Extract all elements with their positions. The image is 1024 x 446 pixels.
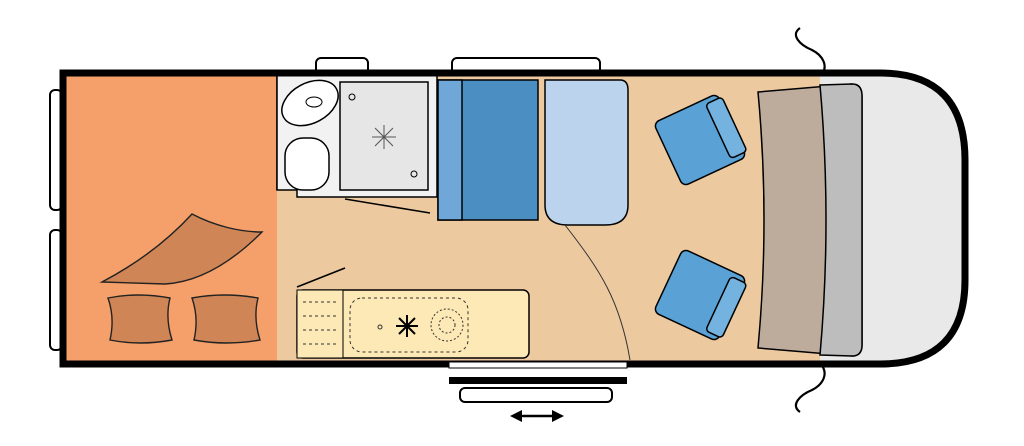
shower-tap bbox=[348, 93, 356, 101]
snowflake-icon bbox=[396, 315, 418, 337]
star-icon bbox=[372, 125, 396, 149]
side-door-rail bbox=[449, 377, 627, 384]
sink-basin-outline bbox=[349, 297, 469, 353]
double-arrow-icon bbox=[510, 410, 564, 422]
bed-pillow-right bbox=[191, 294, 261, 344]
bedroom-door bbox=[296, 267, 346, 288]
bed-blanket bbox=[99, 213, 264, 285]
door-step bbox=[459, 387, 613, 403]
bench-backrest bbox=[437, 79, 463, 221]
washroom-door bbox=[344, 198, 431, 214]
mirror-bottom bbox=[794, 359, 826, 413]
bed-pillow-left bbox=[107, 294, 173, 344]
shower-drain bbox=[410, 170, 418, 178]
windshield bbox=[819, 83, 863, 357]
dining-table bbox=[544, 79, 629, 226]
stove-area bbox=[296, 289, 344, 359]
outer-wall bbox=[59, 69, 969, 368]
passenger-seat bbox=[654, 249, 747, 341]
sink-drain bbox=[305, 96, 323, 108]
toilet bbox=[284, 137, 330, 191]
hob-ring-inner bbox=[438, 316, 456, 334]
floor-edge-line bbox=[564, 224, 631, 361]
tap bbox=[377, 324, 383, 330]
side-door-opening bbox=[448, 361, 628, 369]
driver-seat bbox=[654, 94, 747, 186]
hob-ring-outer bbox=[430, 308, 464, 342]
